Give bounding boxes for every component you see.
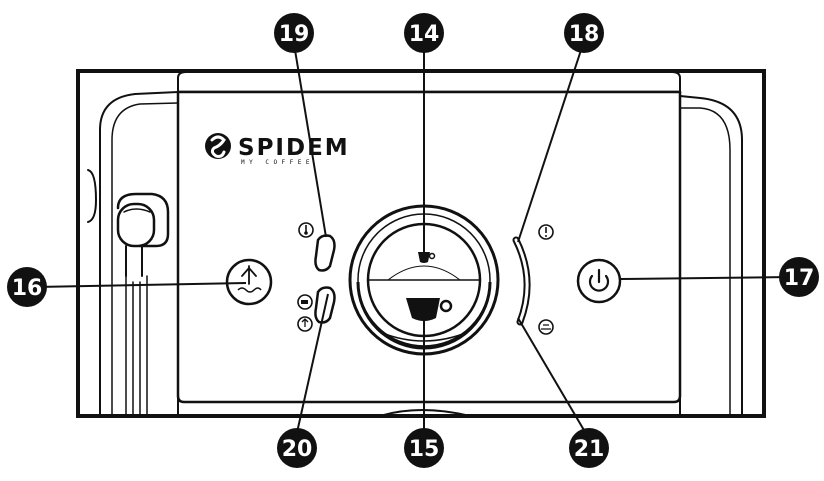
callout-15: 15: [404, 428, 444, 468]
steam-wand-head: [116, 202, 156, 248]
machine-left-shoulder: [99, 91, 179, 416]
power-button[interactable]: [576, 258, 622, 304]
coffee-selector-dial[interactable]: [348, 204, 500, 356]
machine-right-inner-edge: [679, 107, 731, 416]
side-knob: [87, 169, 97, 223]
callout-label: 18: [569, 22, 600, 47]
leader-lines: [35, 43, 792, 438]
brand-tagline: MY COFFEE: [241, 159, 314, 166]
callout-21: 21: [569, 428, 609, 468]
alarm-icon: [538, 224, 554, 240]
callout-19: 19: [274, 13, 314, 53]
callout-label: 21: [574, 437, 605, 462]
two-cup-icon: [406, 298, 453, 321]
water-drop-icon: [241, 265, 257, 285]
hot-water-steam-knob[interactable]: [225, 258, 273, 306]
thermometer-icon: [298, 222, 314, 238]
callout-label: 14: [409, 22, 440, 47]
callout-label: 20: [282, 437, 313, 462]
top-lid: [177, 71, 681, 93]
power-icon: [588, 274, 610, 292]
steam-wand-joint: [116, 192, 170, 248]
callout-17: 17: [779, 257, 819, 297]
callout-label: 16: [12, 276, 43, 301]
indicator-light-bar: [512, 236, 531, 326]
descale-icon: [538, 319, 554, 335]
tray-top-curve: [379, 409, 471, 416]
machine-right-shoulder: [679, 95, 743, 416]
wave-icon: [237, 287, 262, 293]
callout-label: 17: [784, 266, 815, 291]
callout-14: 14: [404, 13, 444, 53]
cup-icon: [297, 294, 313, 310]
callout-18: 18: [564, 13, 604, 53]
callout-16: 16: [7, 267, 47, 307]
brand-logo: SPIDEM MY COFFEE: [205, 133, 350, 166]
callout-label: 15: [409, 437, 440, 462]
callout-label: 19: [279, 22, 310, 47]
one-cup-icon: [418, 252, 436, 263]
brand-name: SPIDEM: [238, 135, 350, 161]
hot-water-icon: [297, 316, 313, 332]
machine-left-inner-edge: [111, 102, 179, 416]
callout-20: 20: [277, 428, 317, 468]
